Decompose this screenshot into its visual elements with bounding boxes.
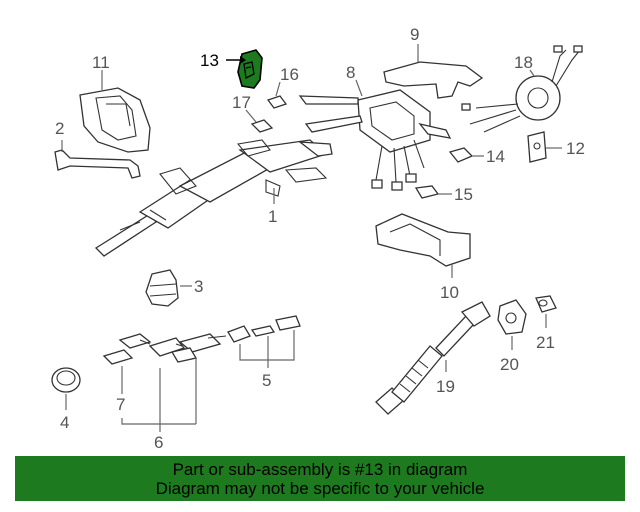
part-14[interactable] <box>448 147 474 163</box>
callout-2[interactable]: 2 <box>55 119 64 138</box>
callout-7[interactable]: 7 <box>116 395 125 414</box>
callout-16[interactable]: 16 <box>280 65 299 84</box>
part-2-bracket[interactable] <box>54 149 141 179</box>
banner-line-1: Part or sub-assembly is #13 in diagram <box>172 460 468 479</box>
part-10-lower-cover[interactable] <box>375 213 471 267</box>
callout-3[interactable]: 3 <box>194 277 203 296</box>
part-5-connectors[interactable] <box>227 315 301 343</box>
callout-12[interactable]: 12 <box>566 139 585 158</box>
part-17[interactable] <box>250 119 274 133</box>
part-19-intermediate-shaft[interactable] <box>375 301 491 415</box>
callout-8[interactable]: 8 <box>346 63 355 82</box>
callout-18[interactable]: 18 <box>514 53 533 72</box>
callout-20[interactable]: 20 <box>500 355 519 374</box>
part-21[interactable] <box>535 295 557 313</box>
part-12[interactable] <box>527 131 547 163</box>
callout-9[interactable]: 9 <box>410 25 419 44</box>
callout-1[interactable]: 1 <box>268 207 277 226</box>
callout-14[interactable]: 14 <box>486 147 505 166</box>
part-9-upper-cover[interactable] <box>383 61 484 99</box>
callout-4[interactable]: 4 <box>60 413 69 432</box>
callout-5[interactable]: 5 <box>262 371 271 390</box>
callout-19[interactable]: 19 <box>436 377 455 396</box>
banner-line-2: Diagram may not be specific to your vehi… <box>155 479 485 498</box>
info-banner: Part or sub-assembly is #13 in diagram D… <box>15 456 625 501</box>
part-11-shroud[interactable] <box>79 87 151 153</box>
part-8-combination-switch[interactable] <box>298 89 452 191</box>
part-4-cap[interactable] <box>51 367 81 393</box>
part-7[interactable] <box>102 349 134 365</box>
callout-6[interactable]: 6 <box>154 433 163 452</box>
callout-10[interactable]: 10 <box>440 283 459 302</box>
part-20[interactable] <box>497 299 527 335</box>
part-15[interactable] <box>414 185 440 199</box>
part-18-spiral-cable[interactable] <box>461 45 583 133</box>
callout-13[interactable]: 13 <box>200 51 219 70</box>
callout-15[interactable]: 15 <box>454 185 473 204</box>
part-16[interactable] <box>266 95 288 109</box>
callout-11[interactable]: 11 <box>92 53 110 72</box>
part-1-steering-column[interactable] <box>94 139 333 257</box>
part-6-wiring[interactable] <box>118 333 227 363</box>
callout-17[interactable]: 17 <box>232 93 251 112</box>
part-13-highlighted[interactable] <box>237 49 263 89</box>
part-3-boot[interactable] <box>145 269 179 307</box>
callout-21[interactable]: 21 <box>536 333 555 352</box>
parts-diagram: 11 2 13 16 17 1 <box>51 25 585 452</box>
